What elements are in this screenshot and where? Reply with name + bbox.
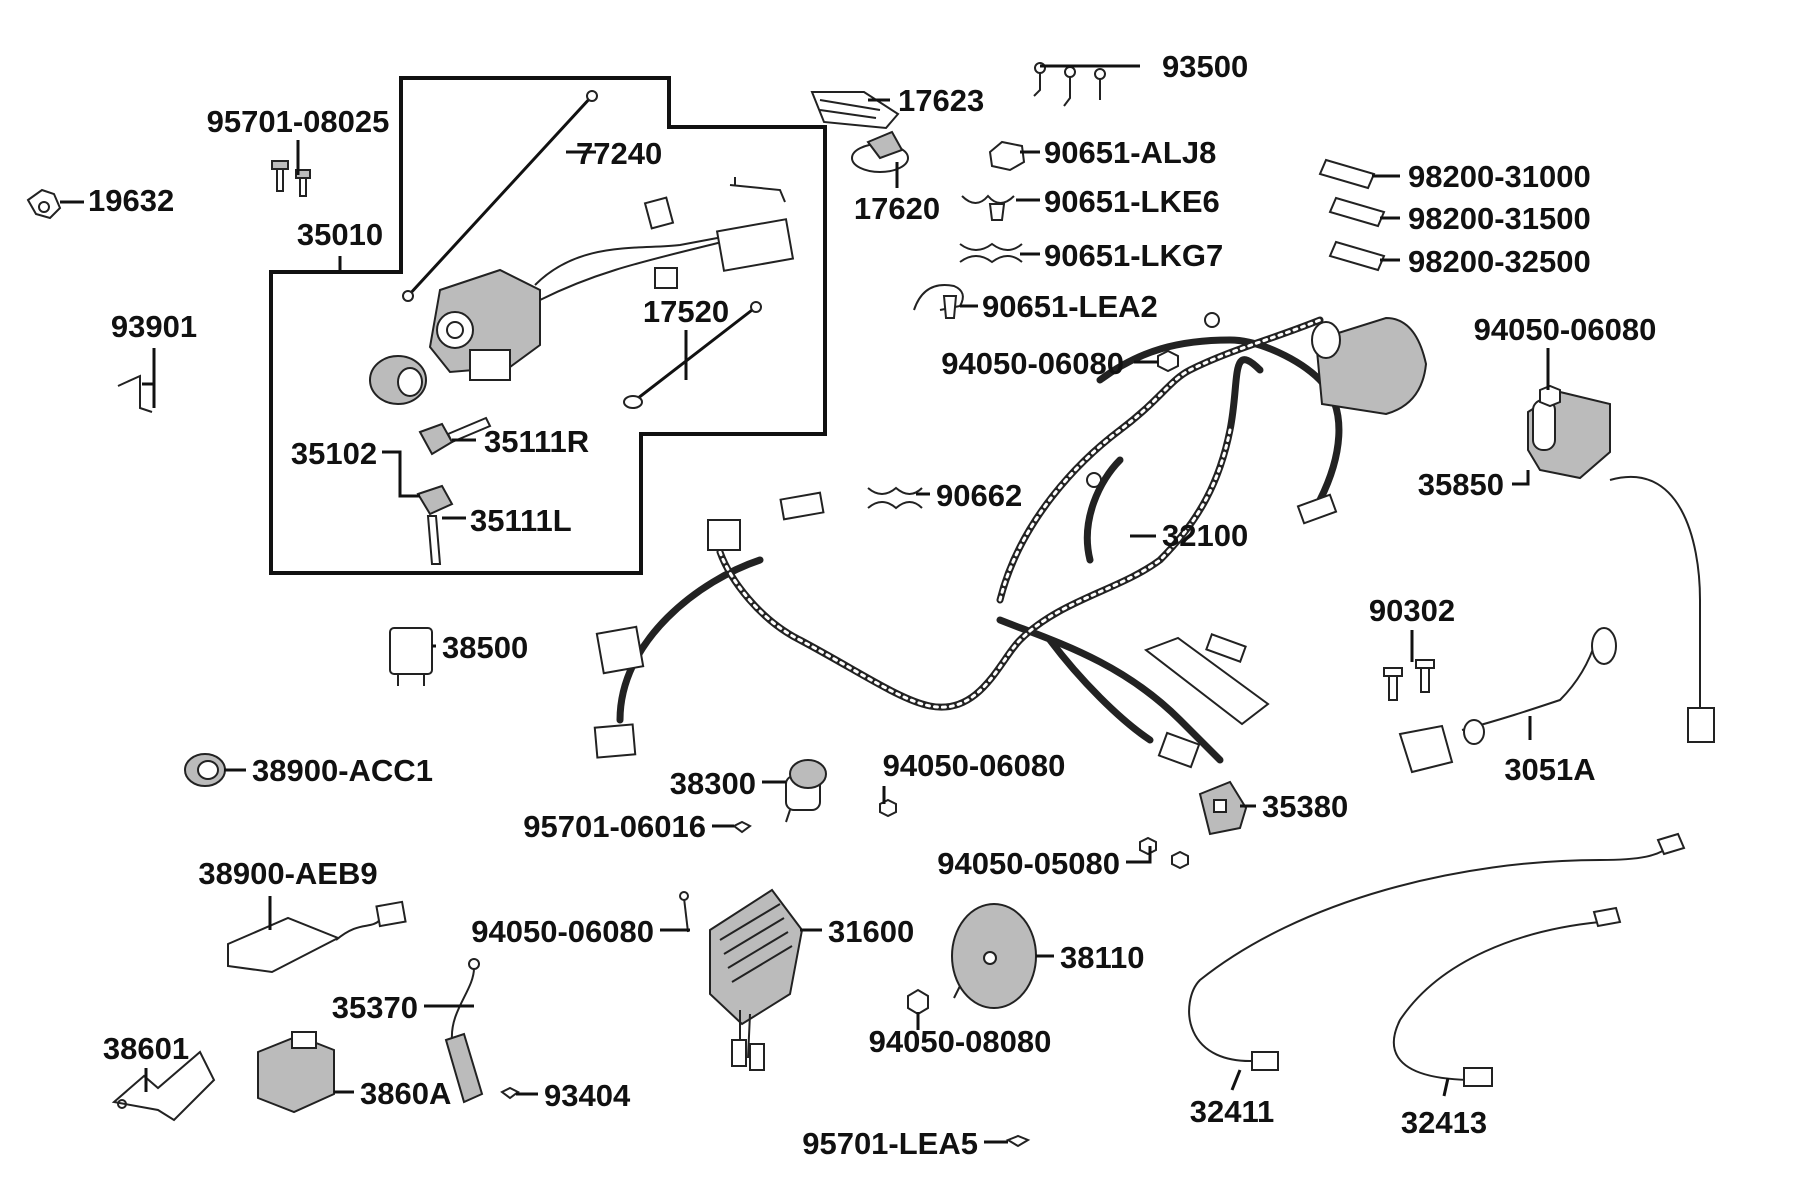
part-32411-cable [1188, 832, 1686, 1071]
label-90651-LEA2: 90651-LEA2 [982, 289, 1158, 324]
part-90662-clip [867, 486, 923, 510]
part-95701-08025-screws [271, 160, 311, 197]
label-38601: 38601 [103, 1031, 189, 1066]
label-35102: 35102 [291, 436, 377, 471]
label-38900-AEB9: 38900-AEB9 [198, 856, 377, 891]
part-38900-aeb9-module [227, 900, 407, 974]
part-35111L-key [416, 484, 454, 565]
part-93901-bracket [117, 374, 153, 413]
label-35370: 35370 [332, 990, 418, 1025]
label-31600: 31600 [828, 914, 914, 949]
label-35380: 35380 [1262, 789, 1348, 824]
part-90651-alj8-clip [988, 140, 1026, 172]
part-32413-cable [1392, 906, 1622, 1087]
part-35102-cap [369, 355, 427, 405]
part-3051A-plug-cap [1398, 627, 1617, 774]
label-77240: 77240 [576, 136, 662, 171]
label-90662: 90662 [936, 478, 1022, 513]
label-93901: 93901 [111, 309, 197, 344]
label-17520: 17520 [643, 294, 729, 329]
part-38300-switch [785, 759, 827, 823]
part-93500-bolts [1033, 62, 1106, 107]
label-32413: 32413 [1401, 1105, 1487, 1140]
part-95701-LEA5-screw [1005, 1134, 1031, 1148]
part-90651-lkg7-clip [959, 242, 1023, 264]
part-93404-screw [500, 1086, 520, 1100]
label-90302: 90302 [1369, 593, 1455, 628]
label-35010: 35010 [297, 217, 383, 252]
leader-lines [60, 64, 1550, 1144]
label-38500: 38500 [442, 630, 528, 665]
part-38900-acc1-socket [184, 753, 226, 787]
label-32411: 32411 [1190, 1094, 1275, 1129]
part-35370-sensor [444, 958, 484, 1104]
label-17623: 17623 [898, 83, 984, 118]
label-95701-08025: 95701-08025 [207, 104, 390, 139]
label-94050-06080-a: 94050-06080 [941, 346, 1124, 381]
label-38900-ACC1: 38900-ACC1 [252, 753, 433, 788]
part-32100-wiring-harness [593, 312, 1343, 769]
label-35111R: 35111R [484, 424, 589, 459]
part-95701-06016-bolt [732, 820, 752, 834]
label-19632: 19632 [88, 183, 174, 218]
part-3860A-unit [257, 1031, 335, 1114]
part-94050-06080-nut-a [1157, 349, 1179, 373]
label-3860A: 3860A [360, 1076, 451, 1111]
part-94050-06080-nut-c [879, 798, 897, 818]
part-94050-05080-nut [1139, 836, 1189, 870]
label-98200-32500: 98200-32500 [1408, 244, 1591, 279]
label-94050-06080-b: 94050-06080 [1474, 312, 1657, 347]
label-93500: 93500 [1162, 49, 1248, 84]
label-95701-06016: 95701-06016 [523, 809, 706, 844]
part-31600-regulator [709, 888, 804, 1071]
label-94050-06080-d: 94050-06080 [471, 914, 654, 949]
part-35850-ignition-coil [1527, 384, 1715, 743]
part-38110-horn [951, 903, 1037, 1009]
label-38300: 38300 [670, 766, 756, 801]
part-35380-switch [1198, 780, 1248, 836]
part-35010-ignition-lock [428, 177, 795, 381]
label-94050-05080: 94050-05080 [937, 846, 1120, 881]
label-90651-ALJ8: 90651-ALJ8 [1044, 135, 1216, 170]
part-17620-socket [851, 130, 909, 173]
label-94050-06080-c: 94050-06080 [883, 748, 1066, 783]
ignition-set-outline [269, 76, 827, 575]
label-38110: 38110 [1060, 940, 1145, 975]
label-35850: 35850 [1418, 467, 1504, 502]
part-17520-cable [623, 301, 762, 409]
part-90302-bolts [1383, 659, 1435, 701]
part-77240-cable [402, 90, 598, 302]
label-94050-08080: 94050-08080 [869, 1024, 1052, 1059]
part-90651-lea2-clip [913, 284, 964, 319]
label-95701-LEA5: 95701-LEA5 [802, 1126, 978, 1161]
part-98200-fuses [1318, 158, 1386, 272]
part-17623-sensor [810, 91, 900, 130]
label-93404: 93404 [544, 1078, 631, 1113]
part-90651-lke6-clip [961, 194, 1015, 221]
label-17620: 17620 [854, 191, 940, 226]
part-19632-clip [26, 188, 62, 220]
part-capacitor [1311, 316, 1428, 416]
part-35111R-key [418, 416, 492, 456]
label-35111L: 35111L [470, 503, 572, 538]
label-90651-LKG7: 90651-LKG7 [1044, 238, 1223, 273]
label-3051A: 3051A [1504, 752, 1595, 787]
label-32100: 32100 [1162, 518, 1248, 553]
part-labels: 95701-08025 19632 35010 77240 93901 1752… [88, 49, 1656, 1161]
part-94050-06080-bolt-d [679, 891, 689, 933]
part-38500-relay [389, 627, 433, 686]
label-98200-31000: 98200-31000 [1408, 159, 1591, 194]
part-94050-08080-nut [907, 988, 929, 1016]
label-98200-31500: 98200-31500 [1408, 201, 1591, 236]
label-90651-LKE6: 90651-LKE6 [1044, 184, 1220, 219]
